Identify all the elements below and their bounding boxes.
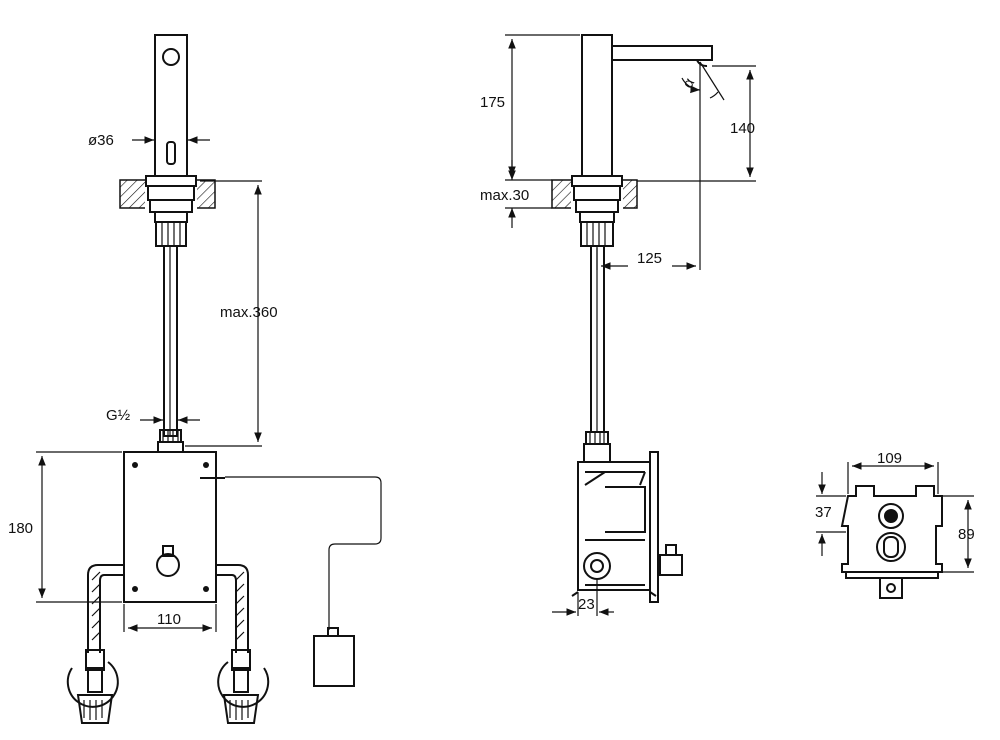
dim-width-110: 110 xyxy=(157,611,181,628)
top-view xyxy=(840,485,943,599)
top-view-dimensions: 109 37 89 xyxy=(815,450,975,573)
front-view-dimensions: ø36 max.360 G½ 180 110 xyxy=(8,132,278,632)
dim-max-30: max.30 xyxy=(480,187,529,204)
dim-height-140: 140 xyxy=(730,120,755,137)
dim-height-89: 89 xyxy=(958,526,975,543)
dim-reach-125: 125 xyxy=(637,250,662,267)
dim-height-175: 175 xyxy=(480,94,505,111)
dim-depth-23: 23 xyxy=(578,596,595,613)
dim-diameter: ø36 xyxy=(88,132,114,149)
front-view xyxy=(66,34,382,724)
dim-height-180: 180 xyxy=(8,520,33,537)
dim-height-37: 37 xyxy=(815,504,832,521)
dim-max-360: max.360 xyxy=(220,304,278,321)
side-view xyxy=(551,34,713,603)
dim-width-109: 109 xyxy=(877,450,902,467)
dim-thread: G½ xyxy=(106,407,131,424)
side-view-dimensions: 175 max.30 140 α 125 23 xyxy=(480,34,756,616)
